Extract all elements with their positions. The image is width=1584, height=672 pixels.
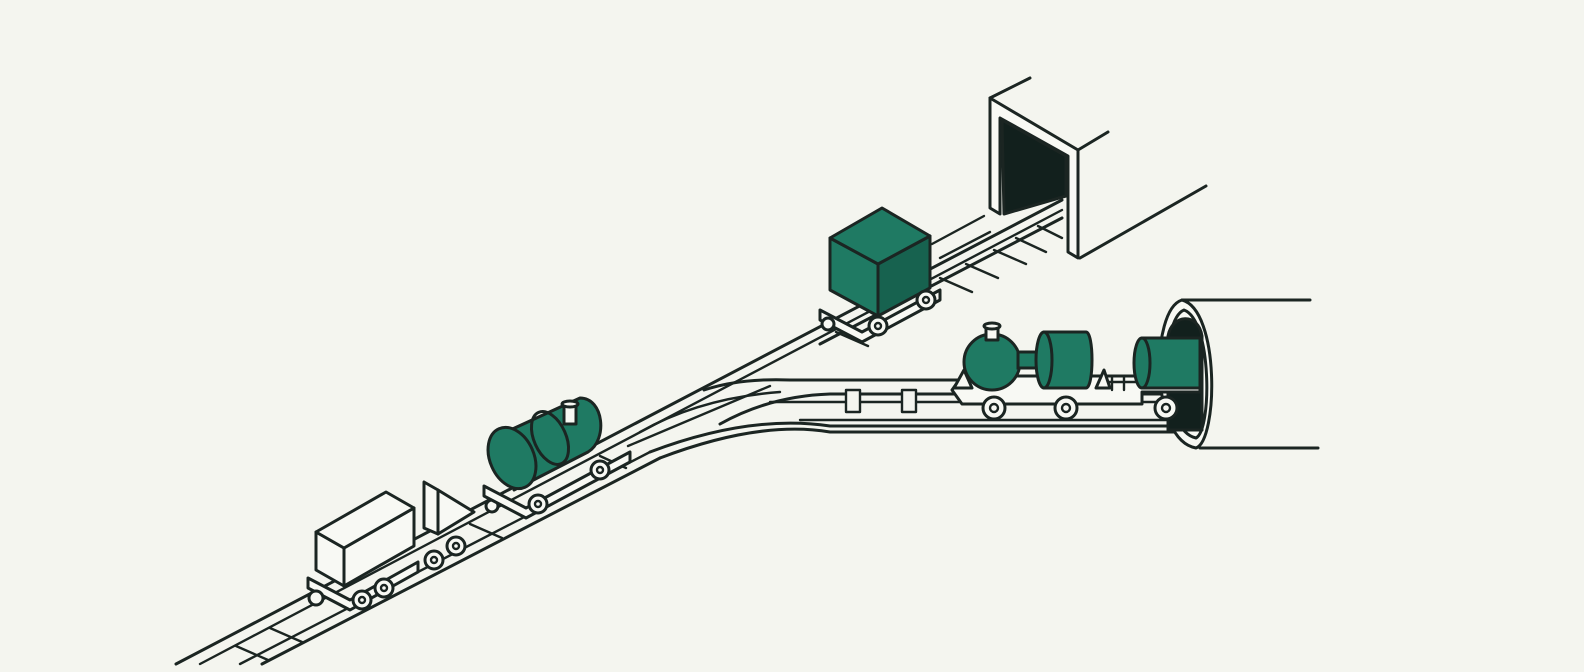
loco-chassis — [482, 450, 632, 520]
square-tunnel-icon — [988, 76, 1110, 260]
sleeper — [964, 262, 1000, 280]
branch-rail-outer — [658, 427, 1200, 460]
wheel-icon — [981, 395, 1007, 421]
wheel-hub — [451, 541, 461, 551]
cube-car-base — [818, 288, 942, 344]
sleeper — [234, 644, 270, 662]
wheel-icon — [1153, 395, 1179, 421]
tunnel-roof-line — [1076, 130, 1110, 152]
wheel-icon — [351, 589, 373, 611]
wheel-icon — [307, 589, 325, 607]
wheel-icon — [423, 549, 445, 571]
wheel-icon — [915, 289, 937, 311]
branch-rail-inner — [702, 378, 1200, 392]
wheel-hub — [429, 555, 439, 565]
main-track-rail-right-upper — [818, 216, 1064, 346]
wheel-hub — [379, 583, 389, 593]
tank-car-icon — [1042, 330, 1094, 390]
sleeper — [468, 522, 504, 540]
cube-top — [828, 206, 932, 266]
tank-car-end — [1034, 330, 1054, 390]
branch-train-bracket — [952, 368, 974, 390]
wagon-panel — [422, 480, 440, 536]
branch-rail-mid-2 — [638, 390, 782, 434]
wheel-hub — [988, 402, 1000, 414]
coupling-icon — [820, 316, 836, 332]
wheel-hub — [595, 465, 605, 475]
wagon-base — [306, 560, 420, 612]
loco-dome — [962, 332, 1022, 392]
track-guard-line — [930, 214, 986, 246]
wagon-panel-side — [436, 488, 476, 536]
track-guard-line — [938, 230, 992, 260]
wheel-hub — [1060, 402, 1072, 414]
track-beyond-tunnel — [1078, 184, 1208, 260]
branch-post — [900, 388, 918, 414]
branch-rail-outer-2 — [648, 421, 1200, 454]
wheel-hub — [533, 499, 543, 509]
sleeper — [1036, 224, 1064, 240]
wheel-icon — [527, 493, 549, 515]
tank-car-end — [1132, 336, 1152, 390]
cube-cargo-car-icon — [818, 206, 942, 344]
wheel-icon — [589, 459, 611, 481]
wheel-hub — [357, 595, 367, 605]
branch-post — [844, 388, 862, 414]
loco-chimney-top — [982, 321, 1002, 331]
loco-boiler-front — [486, 425, 538, 491]
track-sleepers — [234, 224, 1064, 662]
wheel-hub — [921, 295, 931, 305]
wheel-hub — [1160, 402, 1172, 414]
wheel-icon — [1053, 395, 1079, 421]
steam-locomotive-icon — [482, 396, 632, 520]
loco-chimney-top — [560, 399, 580, 409]
sleeper — [268, 626, 304, 644]
tunnel-opening — [1000, 118, 1068, 216]
sleeper — [938, 276, 974, 294]
main-track-rail-right — [260, 456, 662, 666]
branch-train — [950, 321, 1202, 421]
open-wagon-icon — [306, 490, 420, 612]
wagon-body-top — [314, 490, 416, 550]
loco-boiler-ring — [529, 410, 571, 466]
sleeper — [834, 330, 870, 348]
tunnel-roof-line — [988, 76, 1032, 100]
tunnel-frame — [988, 96, 1080, 260]
wheel-icon — [445, 535, 467, 557]
wheel-icon — [373, 577, 395, 599]
wheel-hub — [873, 321, 883, 331]
sleeper — [992, 248, 1028, 266]
sleeper — [1014, 236, 1048, 254]
branch-train-bracket — [1094, 368, 1112, 390]
wheel-icon — [867, 315, 889, 337]
flat-wagon-icon — [422, 480, 500, 571]
